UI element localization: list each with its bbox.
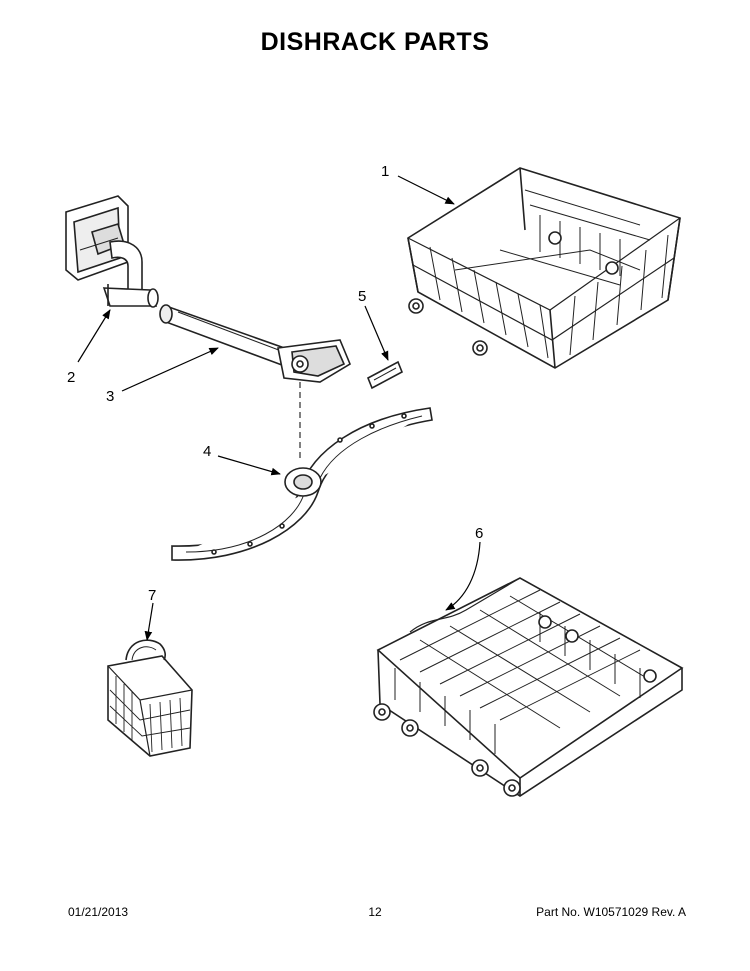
footer-page-number: 12 <box>368 905 382 919</box>
footer-part-number: Part No. W10571029 Rev. A <box>536 905 686 919</box>
callout-2: 2 <box>67 369 75 386</box>
callout-7: 7 <box>148 587 156 604</box>
silverware-basket-illustration <box>107 639 193 757</box>
spray-arm-illustration <box>171 407 433 561</box>
lower-dishrack-illustration <box>373 577 684 797</box>
conduit-tube-illustration <box>159 304 352 383</box>
callout-arrows <box>77 175 481 641</box>
callout-6: 6 <box>475 525 483 542</box>
callout-3: 3 <box>106 388 114 405</box>
clip-illustration <box>366 360 404 390</box>
callout-5: 5 <box>358 288 366 305</box>
callout-1: 1 <box>381 163 389 180</box>
callout-4: 4 <box>203 443 211 460</box>
manifold-illustration <box>65 195 159 308</box>
page-title: DISHRACK PARTS <box>260 28 490 56</box>
footer-date: 01/21/2013 <box>68 905 129 919</box>
upper-dishrack-illustration <box>407 167 681 369</box>
